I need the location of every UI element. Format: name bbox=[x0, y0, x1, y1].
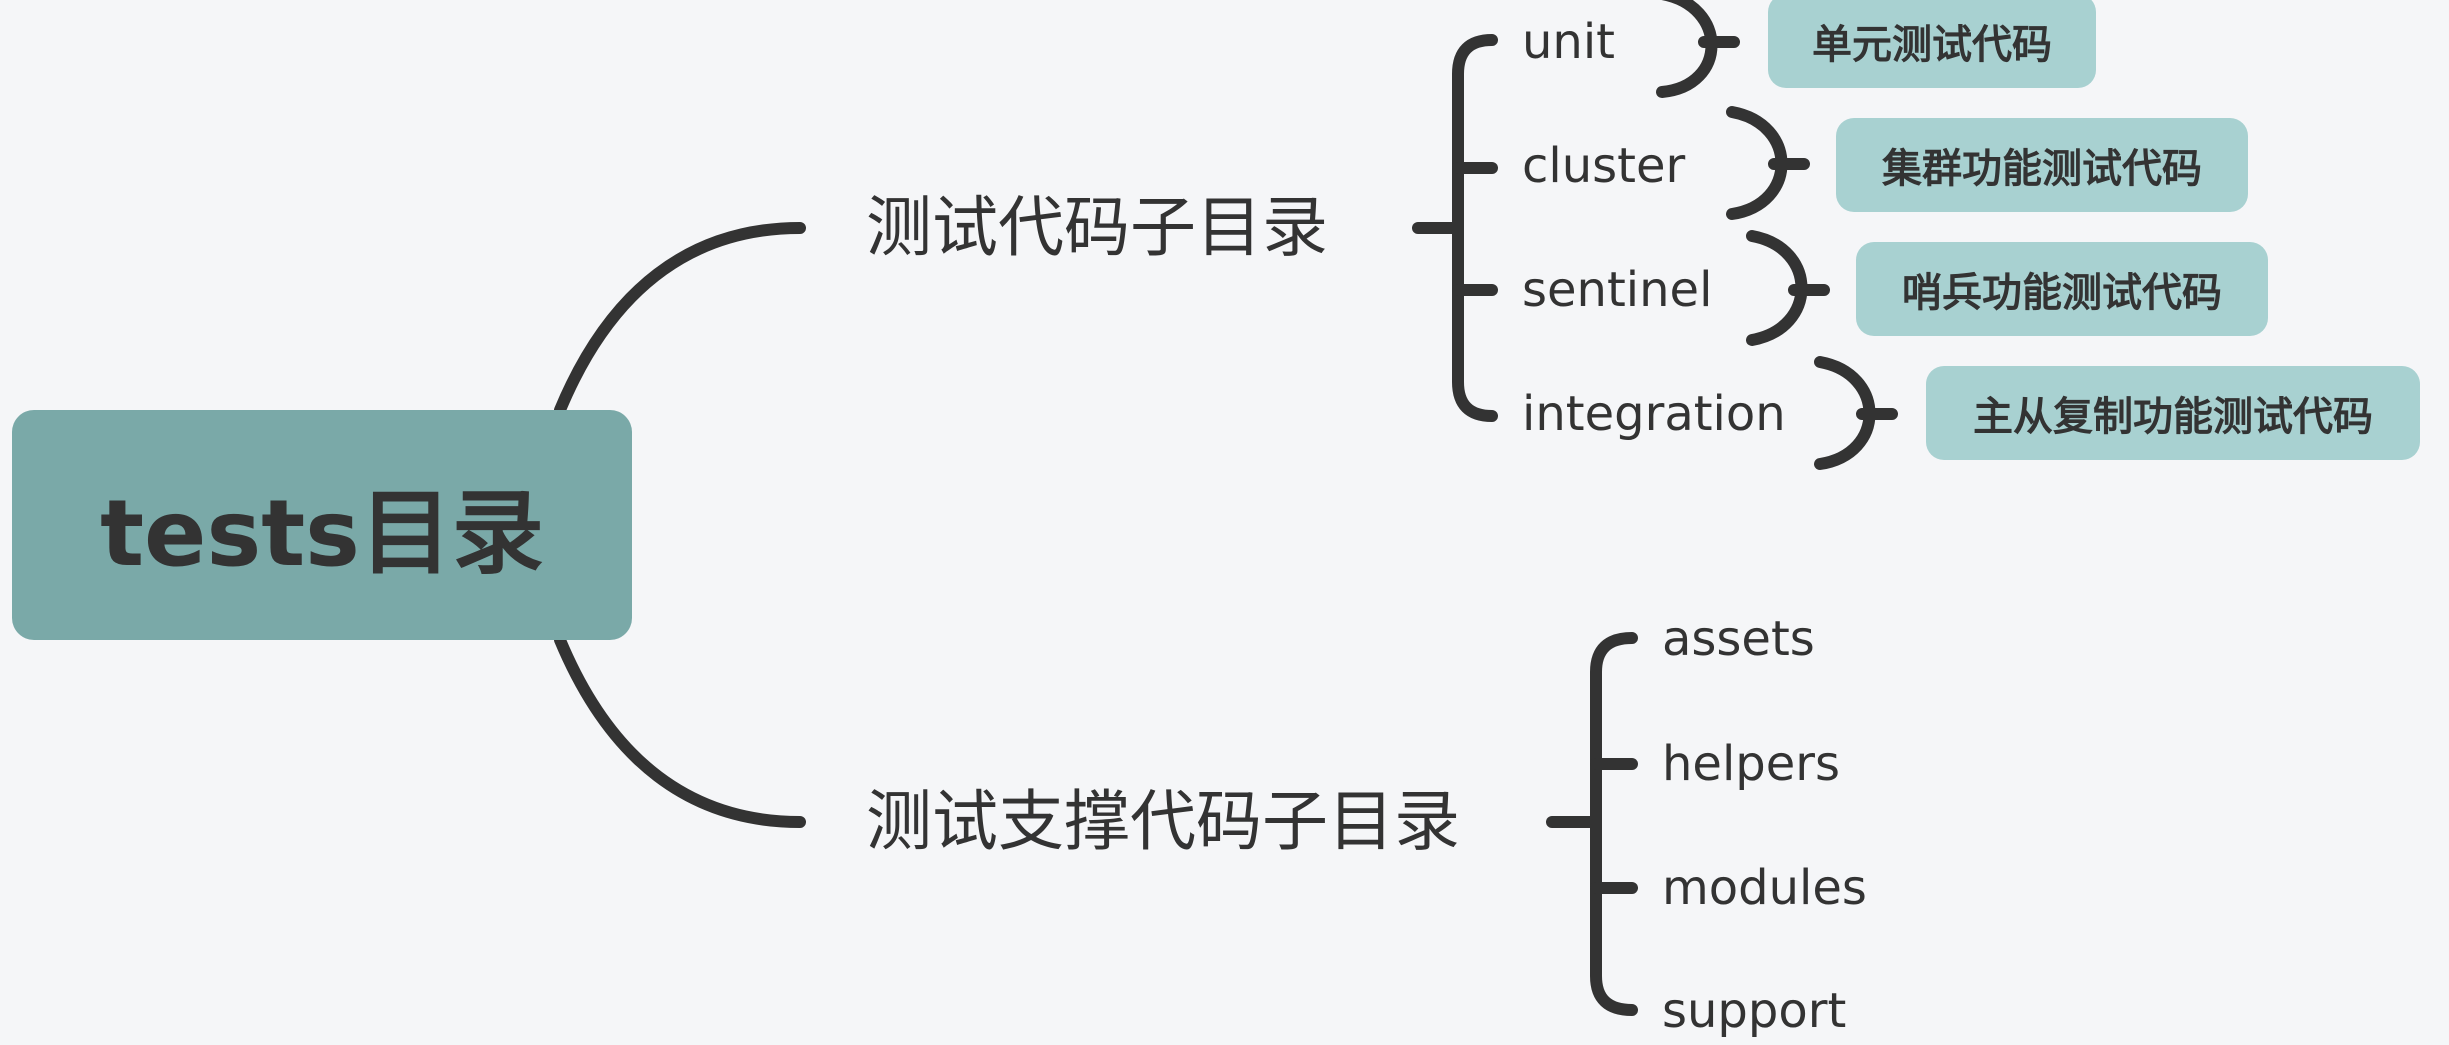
leaf-label: sentinel bbox=[1522, 262, 1713, 318]
leaf-label: assets bbox=[1662, 611, 1815, 667]
leaf-label: integration bbox=[1522, 386, 1786, 442]
unit-note-bracket bbox=[1656, 0, 1740, 98]
note-sentinel[interactable]: 哨兵功能测试代码 bbox=[1856, 242, 2268, 336]
leaf-node-integration[interactable]: integration bbox=[1522, 390, 1786, 438]
leaf-node-assets[interactable]: assets bbox=[1662, 615, 1815, 663]
note-integration[interactable]: 主从复制功能测试代码 bbox=[1926, 366, 2420, 460]
sentinel-note-bracket bbox=[1746, 230, 1830, 346]
root-node[interactable]: tests目录 bbox=[12, 410, 632, 640]
leaf-node-unit[interactable]: unit bbox=[1522, 18, 1615, 66]
branch-label: 测试代码子目录 bbox=[866, 189, 1328, 266]
branch-node-support-code[interactable]: 测试支撑代码子目录 bbox=[866, 789, 1460, 855]
leaf-label: unit bbox=[1522, 14, 1615, 70]
branch-2-bracket bbox=[1590, 632, 1638, 1016]
leaf-label: cluster bbox=[1522, 138, 1686, 194]
leaf-node-cluster[interactable]: cluster bbox=[1522, 142, 1685, 190]
integration-note-bracket bbox=[1814, 356, 1898, 470]
root-to-branch-2-curve bbox=[554, 634, 806, 828]
note-label: 单元测试代码 bbox=[1812, 22, 2052, 68]
branch-1-bracket bbox=[1452, 34, 1498, 422]
leaf-node-sentinel[interactable]: sentinel bbox=[1522, 266, 1712, 314]
note-cluster[interactable]: 集群功能测试代码 bbox=[1836, 118, 2248, 212]
note-label: 集群功能测试代码 bbox=[1882, 146, 2202, 192]
branch-node-test-code[interactable]: 测试代码子目录 bbox=[866, 195, 1328, 261]
leaf-node-modules[interactable]: modules bbox=[1662, 864, 1867, 912]
branch-label: 测试支撑代码子目录 bbox=[866, 783, 1460, 860]
root-label: tests目录 bbox=[100, 479, 544, 587]
leaf-label: modules bbox=[1662, 860, 1867, 916]
leaf-node-helpers[interactable]: helpers bbox=[1662, 740, 1840, 788]
note-label: 哨兵功能测试代码 bbox=[1902, 270, 2222, 316]
note-label: 主从复制功能测试代码 bbox=[1973, 394, 2373, 440]
leaf-node-support[interactable]: support bbox=[1662, 987, 1846, 1035]
leaf-label: support bbox=[1662, 983, 1847, 1039]
note-unit[interactable]: 单元测试代码 bbox=[1768, 0, 2096, 88]
cluster-note-bracket bbox=[1726, 106, 1810, 220]
root-to-branch-1-curve bbox=[554, 222, 806, 416]
leaf-label: helpers bbox=[1662, 736, 1841, 792]
